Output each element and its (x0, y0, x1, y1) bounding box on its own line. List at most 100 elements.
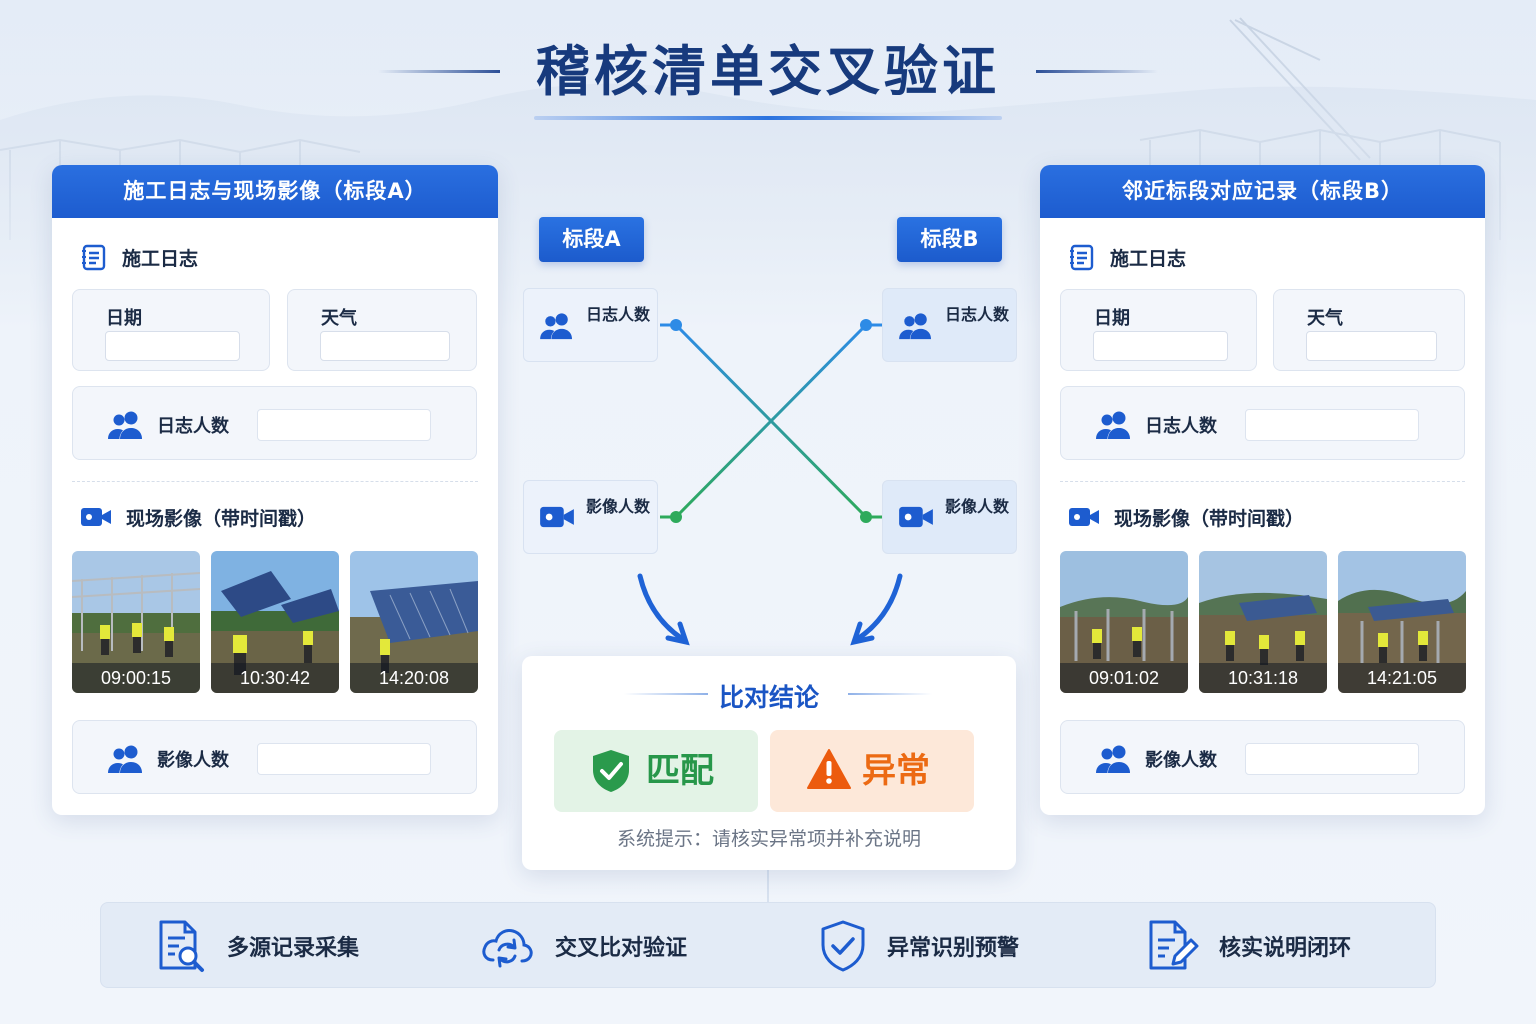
card-b-log-count[interactable]: 日志人数 (882, 288, 1017, 362)
video-camera-icon (899, 506, 933, 528)
match-label: 匹配 (646, 751, 714, 791)
title-underline (534, 116, 1002, 120)
video-camera-icon (540, 506, 574, 528)
people-icon (108, 745, 142, 773)
people-icon (108, 411, 142, 439)
feature-label: 交叉比对验证 (555, 936, 688, 961)
log-count-row-a: 日志人数 (72, 386, 477, 460)
log-book-icon (1070, 244, 1094, 271)
panel-a-header: 施工日志与现场影像（标段A） (52, 165, 498, 218)
photo-site-piles (1060, 551, 1188, 693)
comparison-result-card: 比对结论 匹配 异常 系统提示：请核实异常项并补充说明 (522, 656, 1016, 870)
image-count-label: 影像人数 (1145, 750, 1217, 771)
connector-a-log-to-b-image (660, 319, 882, 523)
site-photo-b-2[interactable]: 10:31:18 (1199, 551, 1327, 693)
anomaly-badge[interactable]: 异常 (770, 730, 974, 812)
result-title-decoration-right (848, 693, 932, 695)
log-section-label: 施工日志 (122, 247, 199, 270)
image-count-label: 影像人数 (157, 750, 229, 771)
panel-section-b: 邻近标段对应记录（标段B） 施工日志 日期 天气 日志人数 现场影像（带时间戳）… (1040, 165, 1485, 815)
document-edit-icon (1149, 920, 1199, 970)
title-area: 稽核清单交叉验证 (0, 36, 1536, 126)
people-icon (1096, 411, 1130, 439)
site-photo-a-1[interactable]: 09:00:15 (72, 551, 200, 693)
date-input-a[interactable] (105, 331, 240, 361)
log-count-input-b[interactable] (1245, 409, 1419, 441)
people-icon (1096, 745, 1130, 773)
timestamp: 10:31:18 (1199, 663, 1327, 693)
card-label: 影像人数 (945, 497, 1010, 516)
log-section-title-b: 施工日志 (1068, 242, 1186, 272)
image-count-input-b[interactable] (1245, 743, 1419, 775)
log-count-row-b: 日志人数 (1060, 386, 1465, 460)
timestamp: 09:00:15 (72, 663, 200, 693)
image-count-input-a[interactable] (257, 743, 431, 775)
connector-b-log-to-a-image (660, 319, 882, 523)
image-section-title-b: 现场影像（带时间戳） (1068, 502, 1304, 532)
log-count-label: 日志人数 (157, 416, 229, 437)
anomaly-label: 异常 (862, 751, 930, 791)
feature-label: 多源记录采集 (227, 936, 360, 961)
card-b-image-count[interactable]: 影像人数 (882, 480, 1017, 554)
feature-cross-compare[interactable]: 交叉比对验证 (479, 917, 687, 975)
panel-section-a: 施工日志与现场影像（标段A） 施工日志 日期 天气 日志人数 现场影像（带时间戳… (52, 165, 498, 815)
photo-solar-panels (211, 551, 339, 693)
timestamp: 14:21:05 (1338, 663, 1466, 693)
people-icon (899, 313, 931, 340)
video-camera-icon (1069, 508, 1099, 526)
result-title-decoration-left (624, 693, 708, 695)
feature-bar: 多源记录采集 交叉比对验证 异常识别预警 核实说明闭环 (100, 902, 1436, 988)
card-a-image-count[interactable]: 影像人数 (523, 480, 658, 554)
site-photo-a-2[interactable]: 10:30:42 (211, 551, 339, 693)
date-input-b[interactable] (1093, 331, 1228, 361)
panel-b-header: 邻近标段对应记录（标段B） (1040, 165, 1485, 218)
card-label: 日志人数 (586, 305, 651, 324)
video-camera-icon (81, 508, 111, 526)
document-search-icon (159, 920, 204, 972)
site-photo-a-3[interactable]: 14:20:08 (350, 551, 478, 693)
result-title: 比对结论 (718, 683, 819, 712)
image-section-label: 现场影像（带时间戳） (1114, 507, 1305, 530)
weather-label: 天气 (321, 308, 357, 329)
date-label: 日期 (106, 308, 142, 329)
feature-multi-source[interactable]: 多源记录采集 (155, 917, 359, 975)
feature-closed-loop[interactable]: 核实说明闭环 (1145, 917, 1351, 975)
weather-input-a[interactable] (320, 331, 450, 361)
weather-field-b: 天气 (1273, 289, 1465, 371)
date-label: 日期 (1094, 308, 1130, 329)
log-book-icon (82, 244, 106, 271)
arrow-left-to-result (637, 573, 690, 646)
timestamp: 14:20:08 (350, 663, 478, 693)
log-count-input-a[interactable] (257, 409, 431, 441)
shield-check-icon (593, 750, 629, 792)
title-decoration-left (378, 70, 500, 73)
timestamp: 10:30:42 (211, 663, 339, 693)
card-label: 影像人数 (586, 497, 651, 516)
weather-field-a: 天气 (287, 289, 477, 371)
weather-label: 天气 (1307, 308, 1343, 329)
image-count-row-b: 影像人数 (1060, 720, 1465, 794)
section-divider (1060, 481, 1465, 482)
weather-input-b[interactable] (1306, 331, 1437, 361)
date-field-b: 日期 (1060, 289, 1257, 371)
arrow-right-to-result (850, 573, 903, 646)
timestamp: 09:01:02 (1060, 663, 1188, 693)
section-divider (72, 481, 478, 482)
image-section-title-a: 现场影像（带时间戳） (80, 502, 316, 532)
site-photo-b-3[interactable]: 14:21:05 (1338, 551, 1466, 693)
page-title: 稽核清单交叉验证 (536, 40, 1000, 103)
match-badge[interactable]: 匹配 (554, 730, 758, 812)
shield-check-icon (821, 920, 865, 972)
tag-section-a: 标段A (539, 217, 644, 262)
card-a-log-count[interactable]: 日志人数 (523, 288, 658, 362)
log-count-label: 日志人数 (1145, 416, 1217, 437)
feature-label: 异常识别预警 (887, 936, 1020, 961)
title-decoration-right (1036, 70, 1158, 73)
feature-anomaly-alert[interactable]: 异常识别预警 (819, 917, 1019, 975)
warning-triangle-icon (807, 749, 851, 789)
card-label: 日志人数 (945, 305, 1010, 324)
log-section-label: 施工日志 (1110, 247, 1187, 270)
tag-section-b: 标段B (897, 217, 1002, 262)
image-count-row-a: 影像人数 (72, 720, 477, 794)
site-photo-b-1[interactable]: 09:01:02 (1060, 551, 1188, 693)
